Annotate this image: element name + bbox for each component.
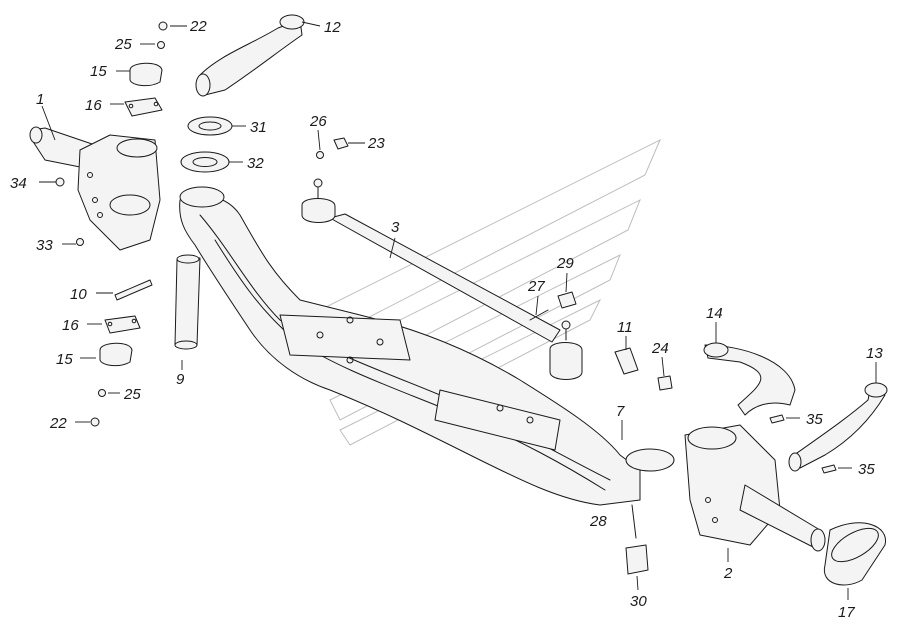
callout-24: 24 bbox=[651, 340, 669, 357]
callout-34: 34 bbox=[10, 175, 27, 192]
callout-30: 30 bbox=[630, 593, 647, 610]
callout-13: 13 bbox=[866, 345, 883, 362]
bolt-11 bbox=[614, 347, 639, 375]
shim-32 bbox=[180, 151, 230, 173]
axle-beam bbox=[179, 186, 675, 506]
callout-17: 17 bbox=[838, 604, 855, 621]
callout-22-bottom: 22 bbox=[49, 415, 67, 432]
seal-17 bbox=[823, 522, 886, 586]
callout-25-bottom: 25 bbox=[123, 386, 141, 403]
steering-arm-13 bbox=[788, 382, 888, 472]
right-steering-knuckle bbox=[684, 424, 826, 552]
callout-33: 33 bbox=[36, 237, 53, 254]
callout-15-bottom: 15 bbox=[56, 351, 73, 368]
callout-28: 28 bbox=[589, 513, 607, 530]
nut-25-top bbox=[157, 41, 165, 49]
callout-1: 1 bbox=[36, 91, 44, 108]
fitting-33 bbox=[76, 238, 84, 246]
callout-11: 11 bbox=[617, 319, 633, 336]
callout-15-top: 15 bbox=[90, 63, 107, 80]
callout-14: 14 bbox=[706, 305, 723, 322]
gasket-16-top bbox=[124, 97, 163, 117]
nut-24 bbox=[657, 375, 673, 391]
callout-12: 12 bbox=[324, 19, 341, 36]
callout-27: 27 bbox=[527, 278, 545, 295]
shim-31 bbox=[187, 116, 233, 136]
callout-16-bottom: 16 bbox=[62, 317, 79, 334]
callout-3: 3 bbox=[391, 219, 400, 236]
pin-10 bbox=[114, 279, 153, 301]
callout-29: 29 bbox=[556, 255, 574, 272]
gasket-16-bottom bbox=[104, 315, 141, 334]
callout-35-upper: 35 bbox=[806, 411, 823, 428]
fitting-34 bbox=[55, 177, 65, 187]
callout-7: 7 bbox=[616, 403, 625, 420]
key-35-b bbox=[821, 464, 837, 474]
bolt-22-bottom bbox=[90, 417, 100, 427]
nut-25-bottom bbox=[98, 389, 106, 397]
cover-15-top bbox=[129, 62, 163, 87]
callout-31: 31 bbox=[250, 119, 267, 136]
callout-23: 23 bbox=[367, 135, 385, 152]
nut-23 bbox=[333, 137, 349, 150]
nut-29 bbox=[557, 291, 577, 309]
cover-15-bottom bbox=[99, 342, 133, 367]
bolt-22-top bbox=[158, 21, 168, 31]
callout-9: 9 bbox=[176, 371, 185, 388]
callout-2: 2 bbox=[723, 565, 733, 582]
steering-arm-14 bbox=[703, 342, 796, 416]
callout-22-top: 22 bbox=[189, 18, 207, 35]
leader-lines bbox=[39, 21, 877, 600]
callout-25-top: 25 bbox=[114, 36, 132, 53]
key-35-a bbox=[769, 414, 785, 424]
tie-rod bbox=[301, 178, 583, 380]
callout-26: 26 bbox=[309, 113, 327, 130]
callout-32: 32 bbox=[247, 155, 264, 172]
callout-16-top: 16 bbox=[85, 97, 102, 114]
callout-labels: 22 12 25 15 1 16 31 26 23 32 34 3 33 29 … bbox=[10, 18, 883, 621]
callout-35-lower: 35 bbox=[858, 461, 875, 478]
pin-28 bbox=[631, 504, 637, 539]
cotter-pin-27 bbox=[529, 309, 549, 321]
left-steering-knuckle bbox=[29, 126, 161, 251]
steering-arm-12 bbox=[195, 14, 305, 97]
castle-nut-30 bbox=[625, 544, 649, 575]
king-pin bbox=[174, 254, 201, 350]
fitting-26 bbox=[316, 151, 324, 159]
callout-10: 10 bbox=[70, 286, 87, 303]
